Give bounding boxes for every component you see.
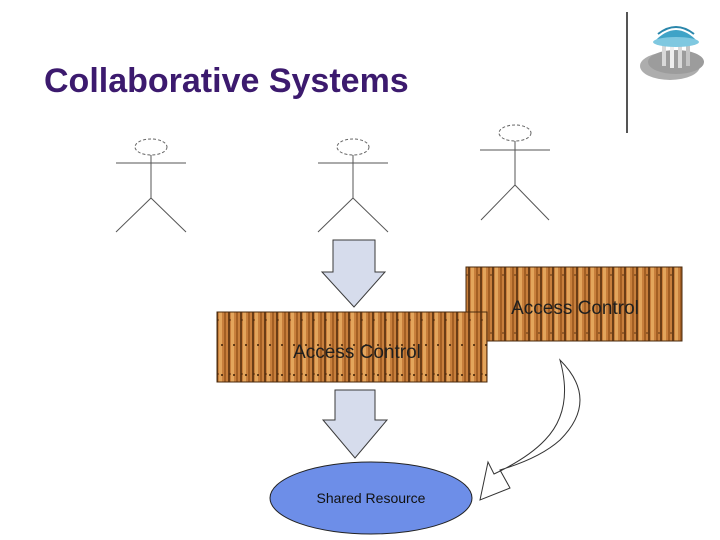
title-divider-line — [626, 12, 628, 133]
access-control-label-right: Access Control — [511, 298, 639, 319]
shared-resource-label: Shared Resource — [317, 490, 426, 506]
slide-title: Collaborative Systems — [44, 62, 409, 100]
user-stick-figure-2 — [317, 138, 389, 233]
access-control-fence-right: Access Control — [465, 266, 683, 342]
access-control-label-left: Access Control — [293, 342, 421, 363]
user-stick-figure-1 — [115, 138, 187, 233]
access-control-fence-left: Access Control — [216, 311, 488, 383]
curved-arrow-to-resource — [479, 358, 581, 501]
user-stick-figure-3 — [480, 124, 550, 221]
down-arrow-users-to-access-control — [320, 239, 387, 308]
shared-resource-node: Shared Resource — [269, 461, 473, 535]
down-arrow-access-control-to-resource — [321, 389, 389, 459]
gazebo-logo-icon — [640, 26, 704, 80]
